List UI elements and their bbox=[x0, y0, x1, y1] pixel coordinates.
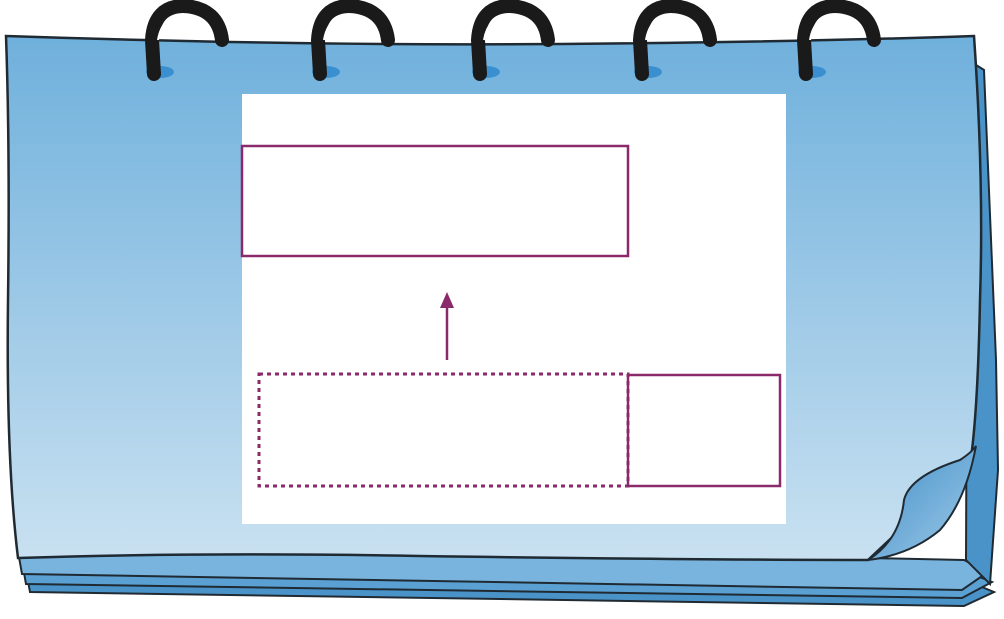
binder-ring-icon bbox=[796, 0, 881, 81]
page-curl-icon bbox=[867, 445, 977, 561]
arrow-up-icon bbox=[440, 292, 454, 360]
binder-ring-icon bbox=[470, 0, 555, 81]
binder-ring-icon bbox=[632, 0, 717, 81]
binder-ring-icon bbox=[310, 0, 395, 81]
white-sheet bbox=[242, 94, 786, 524]
binder-ring-icon bbox=[144, 0, 229, 81]
binder-rings bbox=[144, 0, 881, 81]
top-box bbox=[240, 144, 630, 258]
right-box bbox=[626, 373, 782, 488]
